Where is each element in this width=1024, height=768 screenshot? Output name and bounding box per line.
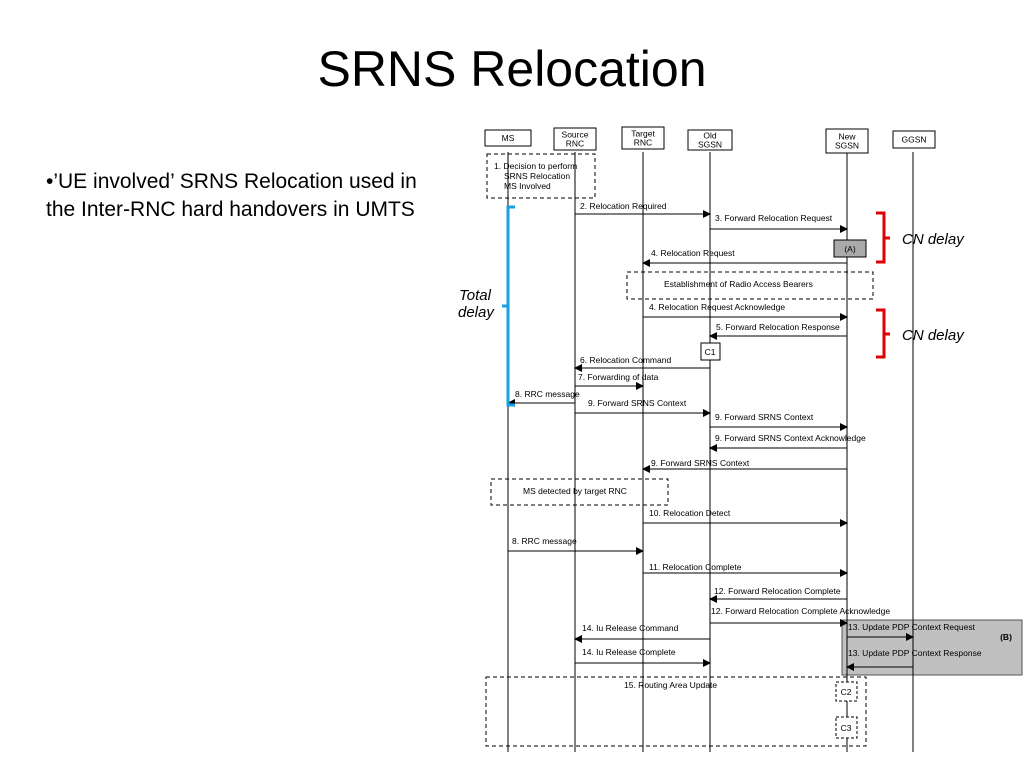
cn-delay-label-1: CN delay <box>902 231 965 248</box>
message-label: 9. Forward SRNS Context <box>588 398 687 408</box>
entity-box-osgsn <box>687 129 733 151</box>
message-label: 14. Iu Release Command <box>582 623 679 633</box>
message-label: 5. Forward Relocation Response <box>716 322 840 332</box>
message-label: 12. Forward Relocation Complete <box>714 586 841 596</box>
entity-label-ggsn: GGSN <box>901 135 926 145</box>
rab-establishment-box <box>626 271 874 300</box>
marker-c2-box <box>835 681 858 702</box>
message-label: 4. Relocation Request <box>651 248 735 258</box>
entity-label-osgsn: SGSN <box>698 140 722 150</box>
message-label: 2. Relocation Required <box>580 201 667 211</box>
decision-box-label: MS Involved <box>504 181 551 191</box>
marker-c2-label: C2 <box>841 687 852 697</box>
message-label: 9. Forward SRNS Context Acknowledge <box>715 433 866 443</box>
entity-label-srnc: RNC <box>566 139 584 149</box>
message-label: 8. RRC message <box>512 536 577 546</box>
message-label: 13. Update PDP Context Response <box>848 648 982 658</box>
decision-box-label: SRNS Relocation <box>504 171 570 181</box>
rab-establishment-box-label: Establishment of Radio Access Bearers <box>664 279 813 289</box>
marker-c3-label: C3 <box>841 723 852 733</box>
cn-delay-bracket-1 <box>876 211 890 264</box>
entity-label-ms: MS <box>502 133 515 143</box>
marker-b-label: (B) <box>1000 632 1012 642</box>
slide-title: SRNS Relocation <box>317 41 707 97</box>
total-delay-bracket <box>502 205 515 407</box>
marker-c1-label: C1 <box>705 347 716 357</box>
message-label: 8. RRC message <box>515 389 580 399</box>
marker-c3-box <box>835 716 858 739</box>
message-label: 11. Relocation Complete <box>649 562 742 572</box>
entity-box-ggsn <box>892 130 936 149</box>
message-label: 7. Forwarding of data <box>578 372 659 382</box>
entity-box-trnc <box>621 126 665 150</box>
entity-box-srnc <box>553 127 597 151</box>
message-label: 6. Relocation Command <box>580 355 671 365</box>
message-label: 10. Relocation Detect <box>649 508 731 518</box>
message-label: 14. Iu Release Complete <box>582 647 676 657</box>
entity-label-srnc: Source <box>562 130 589 140</box>
entity-box-ms <box>484 129 532 147</box>
entity-label-nsgsn: New <box>838 132 856 142</box>
message-label: 4. Relocation Request Acknowledge <box>649 302 785 312</box>
message-label: 9. Forward SRNS Context <box>715 412 814 422</box>
decision-box <box>486 153 596 199</box>
cn-delay-label-2: CN delay <box>902 327 965 344</box>
routing-area-update-box <box>485 676 867 747</box>
message-label: 3. Forward Relocation Request <box>715 213 833 223</box>
message-label: 9. Forward SRNS Context <box>651 458 750 468</box>
routing-area-update-box-label: 15. Routing Area Update <box>624 680 717 690</box>
marker-c1-box <box>700 342 721 361</box>
update-pdp-shaded-region <box>841 619 1023 676</box>
cn-delay-bracket-2 <box>876 308 890 359</box>
message-label: 13. Update PDP Context Request <box>848 622 976 632</box>
marker-a-label: (A) <box>844 244 856 254</box>
entity-box-nsgsn <box>825 128 869 154</box>
total-delay-label: Total <box>459 287 492 304</box>
message-label: 12. Forward Relocation Complete Acknowle… <box>711 606 890 616</box>
entity-label-osgsn: Old <box>703 131 717 141</box>
ms-detected-box <box>490 478 669 506</box>
marker-a-box <box>833 239 867 258</box>
entity-label-trnc: RNC <box>634 138 652 148</box>
total-delay-label: delay <box>458 304 495 321</box>
entity-label-nsgsn: SGSN <box>835 141 859 151</box>
entity-label-trnc: Target <box>631 129 655 139</box>
decision-box-label: 1. Decision to perform <box>494 161 577 171</box>
bullet-text: •’UE involved’ SRNS Relocation used in t… <box>46 170 417 221</box>
